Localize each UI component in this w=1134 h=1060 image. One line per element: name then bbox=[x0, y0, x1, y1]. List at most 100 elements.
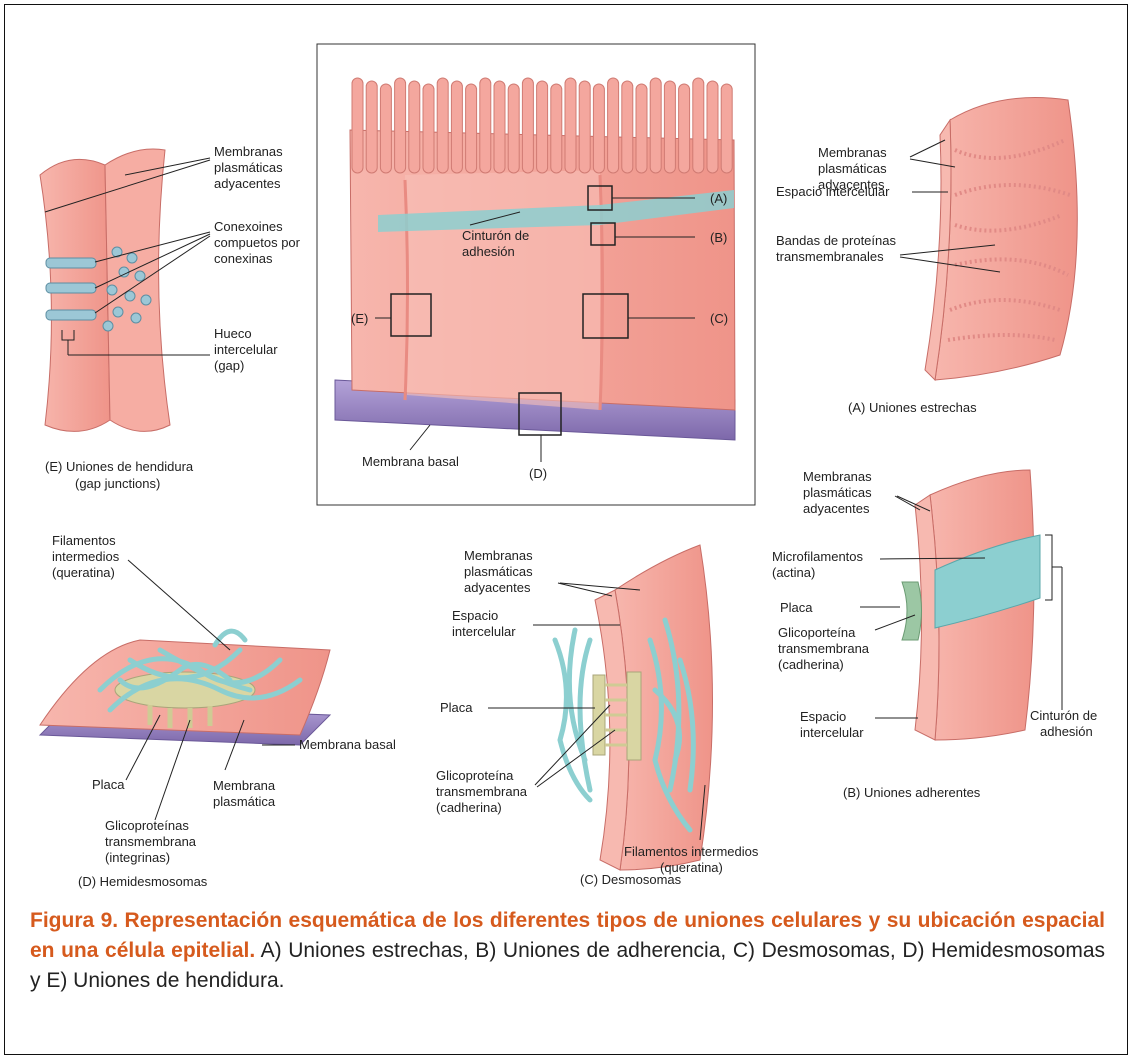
microvillus bbox=[679, 84, 690, 173]
c-membranas-1: Membranas bbox=[464, 548, 533, 563]
b-plaque bbox=[902, 582, 922, 640]
b-membranas-2: plasmáticas bbox=[803, 485, 872, 500]
microvillus bbox=[707, 81, 718, 173]
microvillus bbox=[480, 78, 491, 173]
microvillus bbox=[451, 81, 462, 173]
microvillus bbox=[593, 84, 604, 173]
panel-tight-junctions: Membranas plasmáticas adyacentes Espacio… bbox=[776, 98, 1077, 416]
a-membranas-2: plasmáticas bbox=[818, 161, 887, 176]
microvilli bbox=[352, 78, 732, 173]
center-cell-diagram: (A) (B) (C) (E) (D) Cinturón de adhesión… bbox=[317, 44, 755, 505]
e-membranas-3: adyacentes bbox=[214, 176, 281, 191]
d-filamentos-1: Filamentos bbox=[52, 533, 116, 548]
c-membranas-3: adyacentes bbox=[464, 580, 531, 595]
c-title: (C) Desmosomas bbox=[580, 872, 682, 887]
d-glico-3: (integrinas) bbox=[105, 850, 170, 865]
d-membrana-plasmatica-2: plasmática bbox=[213, 794, 276, 809]
c-glico-2: transmembrana bbox=[436, 784, 528, 799]
microvillus bbox=[622, 81, 633, 173]
microvillus bbox=[494, 81, 505, 173]
label-cinturon-2: adhesión bbox=[462, 244, 515, 259]
e-hueco-3: (gap) bbox=[214, 358, 244, 373]
microvillus bbox=[466, 84, 477, 173]
microvillus bbox=[565, 78, 576, 173]
c-placa: Placa bbox=[440, 700, 473, 715]
c-espacio-2: intercelular bbox=[452, 624, 516, 639]
c-filamentos-1: Filamentos intermedios bbox=[624, 844, 759, 859]
microvillus bbox=[636, 84, 647, 173]
label-c: (C) bbox=[710, 311, 728, 326]
b-title: (B) Uniones adherentes bbox=[843, 785, 981, 800]
d-membrana-basal: Membrana basal bbox=[299, 737, 396, 752]
b-micro-2: (actina) bbox=[772, 565, 815, 580]
b-membranas-3: adyacentes bbox=[803, 501, 870, 516]
a-bandas-2: transmembranales bbox=[776, 249, 884, 264]
microvillus bbox=[650, 78, 661, 173]
label-b: (B) bbox=[710, 230, 727, 245]
microvillus bbox=[395, 78, 406, 173]
b-placa: Placa bbox=[780, 600, 813, 615]
e-conexoines-1: Conexoines bbox=[214, 219, 283, 234]
b-membranas-1: Membranas bbox=[803, 469, 872, 484]
d-glico-1: Glicoproteínas bbox=[105, 818, 189, 833]
microvillus bbox=[508, 84, 519, 173]
c-membranas-2: plasmáticas bbox=[464, 564, 533, 579]
microvillus bbox=[522, 78, 533, 173]
e-title-1: (E) Uniones de hendidura bbox=[45, 459, 194, 474]
label-membrana-basal: Membrana basal bbox=[362, 454, 459, 469]
panel-adherens-junctions: Membranas plasmáticas adyacentes Microfi… bbox=[772, 469, 1097, 800]
e-title-2: (gap junctions) bbox=[75, 476, 160, 491]
c-plaque-left bbox=[593, 675, 605, 755]
b-cinturon-2: adhesión bbox=[1040, 724, 1093, 739]
label-d: (D) bbox=[529, 466, 547, 481]
a-bandas-1: Bandas de proteínas bbox=[776, 233, 896, 248]
panel-gap-junctions: Membranas plasmáticas adyacentes Conexoi… bbox=[40, 144, 301, 491]
microvillus bbox=[579, 81, 590, 173]
microvillus bbox=[423, 84, 434, 173]
microvillus bbox=[721, 84, 732, 173]
e-membranas-2: plasmáticas bbox=[214, 160, 283, 175]
microvillus bbox=[551, 84, 562, 173]
d-glico-2: transmembrana bbox=[105, 834, 197, 849]
label-e: (E) bbox=[351, 311, 368, 326]
b-espacio-1: Espacio bbox=[800, 709, 846, 724]
microvillus bbox=[380, 84, 391, 173]
microvillus bbox=[437, 78, 448, 173]
microvillus bbox=[352, 78, 363, 173]
microvillus bbox=[608, 78, 619, 173]
d-placa: Placa bbox=[92, 777, 125, 792]
microvillus bbox=[366, 81, 377, 173]
b-glico-2: transmembrana bbox=[778, 641, 870, 656]
label-a: (A) bbox=[710, 191, 727, 206]
microvillus bbox=[693, 78, 704, 173]
b-glico-3: (cadherina) bbox=[778, 657, 844, 672]
a-membranas-1: Membranas bbox=[818, 145, 887, 160]
d-title: (D) Hemidesmosomas bbox=[78, 874, 208, 889]
d-filamentos-3: (queratina) bbox=[52, 565, 115, 580]
cell-junctions-figure: (A) (B) (C) (E) (D) Cinturón de adhesión… bbox=[0, 0, 1134, 900]
e-hueco-2: intercelular bbox=[214, 342, 278, 357]
label-cinturon-1: Cinturón de bbox=[462, 228, 529, 243]
a-title: (A) Uniones estrechas bbox=[848, 400, 977, 415]
e-hueco-1: Hueco bbox=[214, 326, 252, 341]
figure-caption: Figura 9. Representación esquemática de … bbox=[30, 906, 1105, 996]
microvillus bbox=[537, 81, 548, 173]
c-glico-3: (cadherina) bbox=[436, 800, 502, 815]
panel-hemidesmosomes: Filamentos intermedios (queratina) Membr… bbox=[40, 533, 396, 889]
d-membrana-plasmatica-1: Membrana bbox=[213, 778, 276, 793]
microvillus bbox=[664, 81, 675, 173]
b-espacio-2: intercelular bbox=[800, 725, 864, 740]
microvillus bbox=[409, 81, 420, 173]
d-filamentos-2: intermedios bbox=[52, 549, 120, 564]
panel-desmosomes: Membranas plasmáticas adyacentes Espacio… bbox=[436, 545, 759, 887]
c-glico-1: Glicoproteína bbox=[436, 768, 514, 783]
b-micro-1: Microfilamentos bbox=[772, 549, 864, 564]
b-glico-1: Glicoporteína bbox=[778, 625, 856, 640]
e-conexoines-3: conexinas bbox=[214, 251, 273, 266]
a-espacio: Espacio intercelular bbox=[776, 184, 890, 199]
c-plaque-right bbox=[627, 672, 641, 760]
c-espacio-1: Espacio bbox=[452, 608, 498, 623]
e-membranas-1: Membranas bbox=[214, 144, 283, 159]
b-cinturon-1: Cinturón de bbox=[1030, 708, 1097, 723]
e-conexoines-2: compuetos por bbox=[214, 235, 301, 250]
